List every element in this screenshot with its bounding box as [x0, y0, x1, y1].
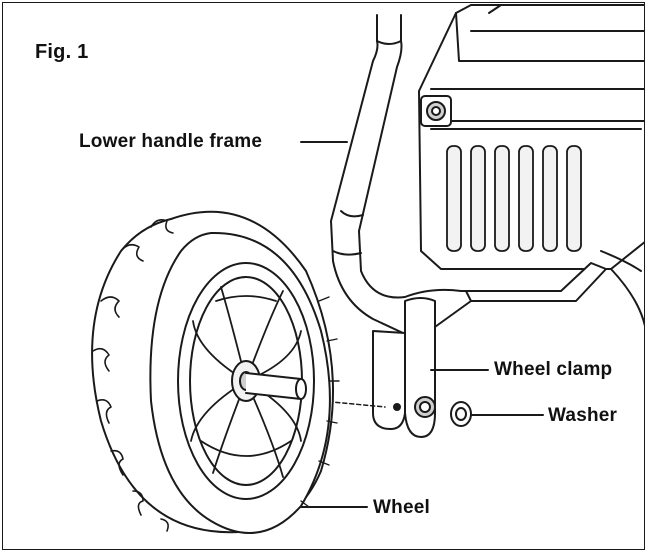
label-lower-handle-frame: Lower handle frame [79, 131, 263, 152]
assembly-illustration [91, 4, 644, 534]
machine-body [418, 4, 644, 327]
label-wheel: Wheel [373, 497, 430, 518]
washer [450, 401, 472, 427]
wheel [91, 210, 340, 534]
wheel-clamp [372, 297, 436, 438]
label-washer: Washer [548, 405, 618, 426]
leader-lines [300, 141, 544, 508]
figure-label: Fig. 1 [35, 41, 89, 63]
lower-handle-frame [330, 14, 607, 338]
label-wheel-clamp: Wheel clamp [494, 359, 613, 380]
